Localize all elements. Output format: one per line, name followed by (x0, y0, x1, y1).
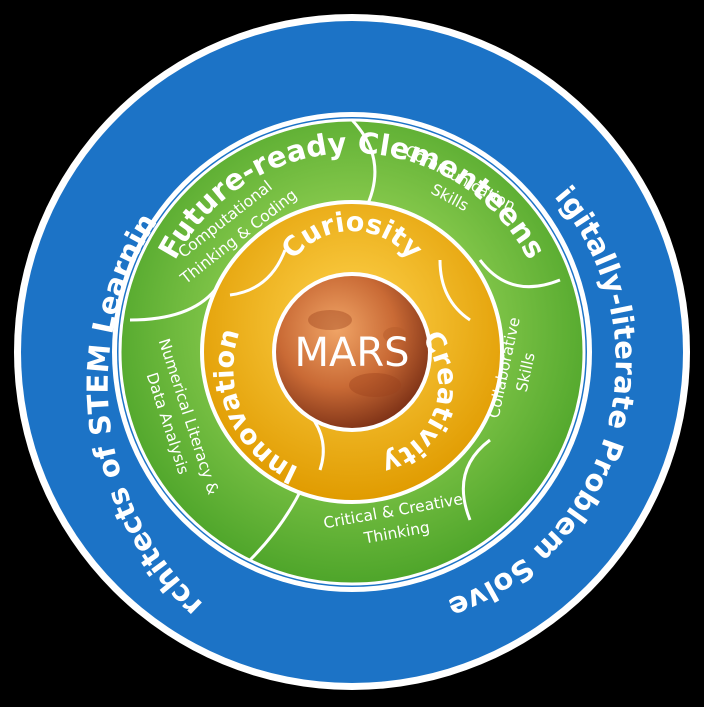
planet-crater (308, 310, 352, 330)
center-label: MARS (294, 330, 409, 376)
planet-crater (383, 327, 407, 343)
yellow-divider (438, 259, 471, 322)
mars-planet-icon (276, 276, 428, 428)
yellow-divider (229, 249, 287, 297)
planet-crater (349, 373, 401, 397)
